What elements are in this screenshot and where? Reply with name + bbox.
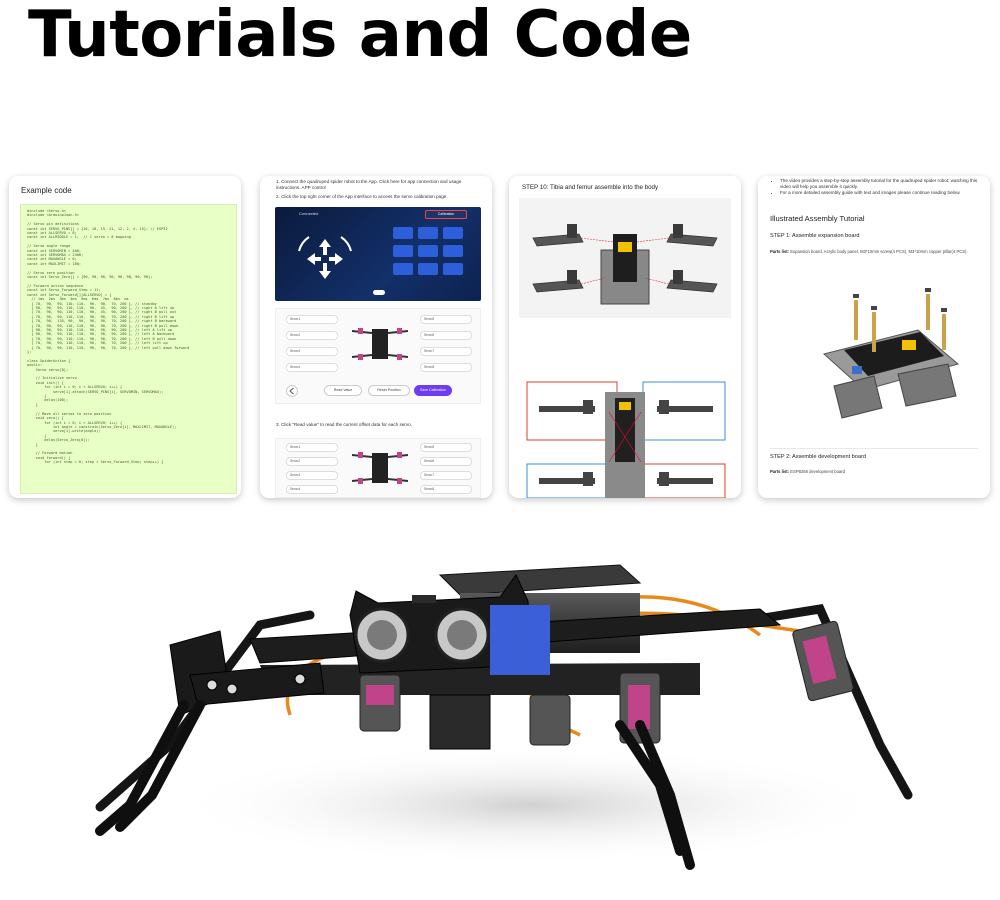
back-arrow-icon[interactable] (286, 385, 298, 397)
servo-field[interactable]: Servo2 (286, 457, 338, 466)
tutorial-bullets: The video provides a step-by-step assemb… (772, 178, 984, 196)
spider-robot-image (95, 564, 913, 870)
servo-field[interactable]: Servo8 (420, 363, 472, 372)
parts-text: ESP8266 development board (790, 469, 845, 474)
assembly-diagram-detail (519, 372, 731, 498)
servo-field[interactable]: Servo5 (420, 443, 472, 452)
app-guide-card[interactable]: 1. Connect the quadruped spider robot to… (260, 176, 492, 498)
servo-field[interactable]: Servo7 (420, 347, 472, 356)
step2-title: STEP 2: Assemble development board (770, 454, 866, 460)
servo-field[interactable]: Servo6 (420, 331, 472, 340)
assembly-tutorial-card[interactable]: The video provides a step-by-step assemb… (758, 176, 990, 498)
app-action-button[interactable] (418, 263, 438, 275)
step2-parts: Parts list: ESP8266 development board (770, 469, 980, 475)
calibration-button[interactable]: Calibration (425, 210, 467, 219)
code-block: #include <Servo.h> #include <ArduinoJson… (20, 204, 237, 494)
app-action-button[interactable] (393, 227, 413, 239)
page-title: Tutorials and Code (28, 0, 692, 72)
app-action-button[interactable] (443, 245, 463, 257)
parts-text: Expansion board, Acrylic body panel, M3*… (790, 249, 968, 254)
app-action-button[interactable] (393, 263, 413, 275)
servo-field[interactable]: Servo2 (286, 331, 338, 340)
step1-parts: Parts list: Expansion board, Acrylic bod… (770, 249, 980, 255)
example-code-card[interactable]: Example code #include <Servo.h> #include… (9, 176, 241, 498)
app-action-button[interactable] (443, 227, 463, 239)
tutorial-bullet: For a more detailed assembly guide with … (780, 190, 984, 196)
divider (770, 448, 978, 449)
expansion-board-image (822, 288, 960, 419)
servo-field[interactable]: Servo3 (286, 347, 338, 356)
tutorial-heading: Illustrated Assembly Tutorial (770, 214, 865, 223)
servo-field[interactable]: Servo7 (420, 471, 472, 480)
servo-calibration-panel-2: Servo1 Servo2 Servo3 Servo4 Servo5 Servo… (275, 438, 481, 498)
parts-label: Parts list: (770, 469, 790, 474)
app-screenshot: Connected Calibration (275, 207, 481, 301)
read-value-button[interactable]: Read Value (324, 385, 362, 396)
assembly-step-title: STEP 10: Tibia and femur assemble into t… (522, 184, 659, 191)
app-action-button[interactable] (418, 227, 438, 239)
servo-field[interactable]: Servo6 (420, 457, 472, 466)
servo-field[interactable]: Servo4 (286, 363, 338, 372)
app-action-button[interactable] (393, 245, 413, 257)
reset-position-button[interactable]: Reset Position (368, 385, 410, 396)
guide-step-2: 2. Click the top right corner of the App… (276, 194, 448, 199)
app-action-button[interactable] (418, 245, 438, 257)
step1-title: STEP 1: Assemble expansion board (770, 233, 860, 239)
robot-topview-icon (351, 328, 409, 360)
app-toggle[interactable] (373, 290, 385, 295)
direction-pad-icon (298, 236, 352, 279)
servo-field[interactable]: Servo3 (286, 471, 338, 480)
robot-topview-icon (351, 452, 409, 484)
app-status: Connected (299, 211, 319, 216)
servo-field[interactable]: Servo4 (286, 485, 338, 494)
servo-field[interactable]: Servo1 (286, 443, 338, 452)
save-calibration-button[interactable]: Save Calibration (414, 385, 452, 396)
assembly-step-card[interactable]: STEP 10: Tibia and femur assemble into t… (509, 176, 741, 498)
parts-label: Parts list: (770, 249, 790, 254)
servo-field[interactable]: Servo8 (420, 485, 472, 494)
app-action-button[interactable] (443, 263, 463, 275)
example-code-title: Example code (21, 186, 72, 195)
tutorial-bullet: The video provides a step-by-step assemb… (780, 178, 984, 190)
assembly-diagram-exploded (519, 198, 731, 318)
guide-step-3: 3. Click "Read value" to read the curren… (276, 422, 412, 427)
servo-calibration-panel: Servo1 Servo2 Servo3 Servo4 Servo5 Servo… (275, 308, 481, 404)
guide-step-1: 1. Connect the quadruped spider robot to… (276, 179, 462, 190)
servo-field[interactable]: Servo1 (286, 315, 338, 324)
servo-field[interactable]: Servo5 (420, 315, 472, 324)
